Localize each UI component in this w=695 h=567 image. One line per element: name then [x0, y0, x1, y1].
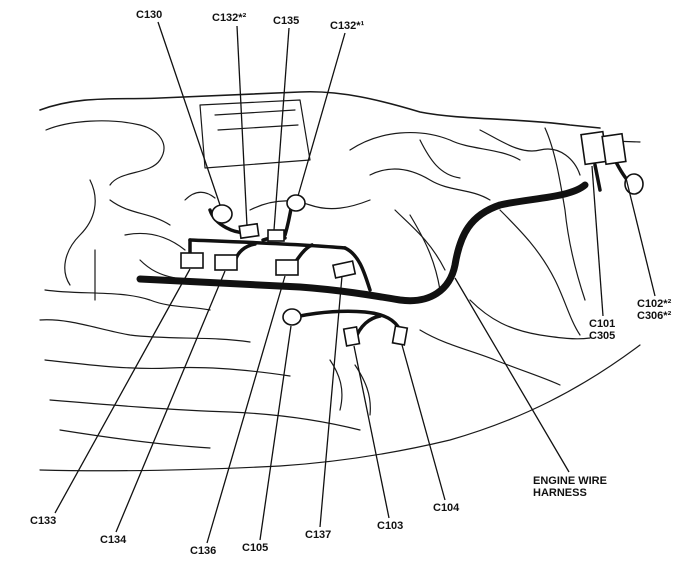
label-c102-c306: C102*² C306*² — [637, 298, 672, 322]
c104-connector — [391, 325, 409, 346]
c132-2-connector — [238, 222, 260, 240]
label-c104: C104 — [433, 502, 460, 514]
c134-connector — [214, 254, 238, 271]
label-c130: C130 — [136, 9, 163, 21]
c101-c305-connector — [580, 130, 627, 166]
engine-outline — [39, 90, 641, 472]
label-c134: C134 — [100, 534, 127, 546]
c130-connector — [211, 204, 233, 224]
c105-connector — [282, 308, 302, 326]
label-c135: C135 — [273, 15, 300, 27]
label-engine-wire-harness: ENGINE WIRE HARNESS — [533, 475, 607, 499]
label-c101-c305: C101 C305 — [589, 318, 616, 342]
connectors — [180, 130, 644, 347]
c102-c306-connector — [624, 173, 644, 195]
label-c132-2: C132*² — [212, 12, 247, 24]
c137-connector — [332, 260, 357, 279]
label-c137: C137 — [305, 529, 332, 541]
c133-connector — [180, 252, 204, 269]
c103-connector — [342, 325, 361, 347]
label-c132-1: C132*¹ — [330, 20, 365, 32]
label-c133: C133 — [30, 515, 57, 527]
label-c136: C136 — [190, 545, 217, 557]
label-c105: C105 — [242, 542, 269, 554]
c135-connector — [267, 229, 285, 242]
label-c103: C103 — [377, 520, 404, 532]
c136-connector — [275, 259, 299, 276]
leader-lines — [54, 21, 656, 544]
c132-1-connector — [286, 194, 306, 212]
